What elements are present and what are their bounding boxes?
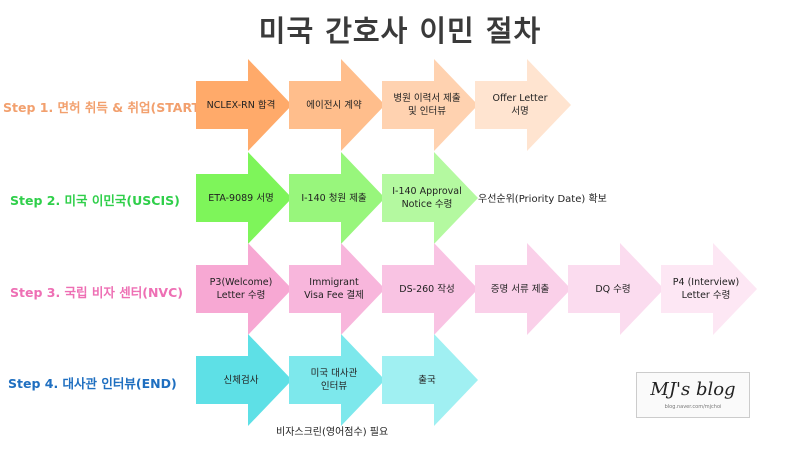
step-3-arrow-3-label: DS-260 작성 xyxy=(399,283,455,295)
step-3-arrow-3: DS-260 작성 xyxy=(382,243,478,335)
blog-logo-sub: blog.naver.com/mjchoi xyxy=(664,404,722,410)
step-1-arrow-3: 병원 이력서 제출 및 인터뷰 xyxy=(382,59,478,151)
step-3-arrow-2-label: Immigrant Visa Fee 결제 xyxy=(304,277,364,301)
step-3-arrow-2: Immigrant Visa Fee 결제 xyxy=(289,243,385,335)
step-2-arrow-1: ETA-9089 서명 xyxy=(196,152,292,244)
step-3-arrow-4: 증명 서류 제출 xyxy=(475,243,571,335)
priority-date-note: 우선순위(Priority Date) 확보 xyxy=(478,194,607,205)
step-2-arrow-1-label: ETA-9089 서명 xyxy=(208,192,274,204)
step-4-arrow-2-label: 미국 대사관 인터뷰 xyxy=(310,368,358,392)
step-3-arrow-4-label: 증명 서류 제출 xyxy=(490,283,550,295)
step-4-arrow-1-label: 신체검사 xyxy=(223,374,259,386)
step-2-arrow-2-label: I-140 청원 제출 xyxy=(301,192,367,204)
step-4-arrow-2: 미국 대사관 인터뷰 xyxy=(289,334,385,426)
step-1-arrow-1: NCLEX-RN 합격 xyxy=(196,59,292,151)
step-2-arrow-3-label: I-140 Approval Notice 수령 xyxy=(392,186,462,210)
step-3-label: Step 3. 국립 비자 센터(NVC) xyxy=(10,285,183,300)
step-4-label: Step 4. 대사관 인터뷰(END) xyxy=(8,376,177,391)
step-1-arrow-4: Offer Letter 서명 xyxy=(475,59,571,151)
step-2-arrow-3: I-140 Approval Notice 수령 xyxy=(382,152,478,244)
blog-logo-text: MJ's blog xyxy=(650,379,736,400)
step-2-arrow-2: I-140 청원 제출 xyxy=(289,152,385,244)
step-3-arrow-1-label: P3(Welcome) Letter 수령 xyxy=(209,277,273,301)
visa-screen-note: 비자스크린(영어점수) 필요 xyxy=(276,427,389,438)
step-3-arrow-5: DQ 수령 xyxy=(568,243,664,335)
step-4-arrow-3: 출국 xyxy=(382,334,478,426)
step-2-label: Step 2. 미국 이민국(USCIS) xyxy=(10,193,180,208)
step-3-arrow-5-label: DQ 수령 xyxy=(595,283,631,295)
step-1-label: Step 1. 면허 취득 & 취업(START) xyxy=(3,100,206,115)
step-1-arrow-3-label: 병원 이력서 제출 및 인터뷰 xyxy=(393,93,461,117)
step-4-arrow-3-label: 출국 xyxy=(418,374,436,386)
step-1-arrow-4-label: Offer Letter 서명 xyxy=(492,93,548,117)
step-1-arrow-2: 에이전시 계약 xyxy=(289,59,385,151)
step-1-arrow-2-label: 에이전시 계약 xyxy=(306,99,362,111)
step-3-arrow-6-label: P4 (Interview) Letter 수령 xyxy=(672,277,740,301)
page-title: 미국 간호사 이민 절차 xyxy=(258,14,542,48)
step-3-arrow-1: P3(Welcome) Letter 수령 xyxy=(196,243,292,335)
blog-logo: MJ's blog blog.naver.com/mjchoi xyxy=(636,372,750,418)
step-1-arrow-1-label: NCLEX-RN 합격 xyxy=(206,99,276,111)
step-4-arrow-1: 신체검사 xyxy=(196,334,292,426)
step-3-arrow-6: P4 (Interview) Letter 수령 xyxy=(661,243,757,335)
